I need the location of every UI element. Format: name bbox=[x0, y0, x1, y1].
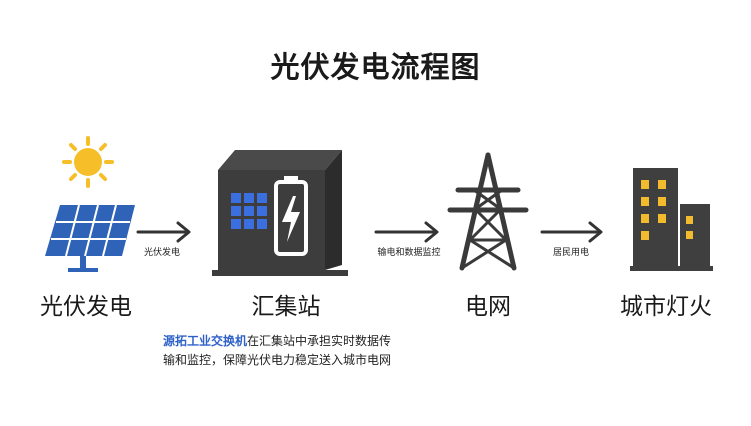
node-label-city: 城市灯火 bbox=[620, 294, 712, 320]
brand-name: 源拓工业交换机 bbox=[163, 334, 248, 348]
description-note: 源拓工业交换机在汇集站中承担实时数据传 输和监控，保障光伏电力稳定送入城市电网 bbox=[163, 332, 443, 370]
battery-icon bbox=[274, 176, 308, 256]
node-label-station: 汇集站 bbox=[251, 294, 321, 320]
transmission-tower-icon bbox=[447, 152, 529, 271]
city-buildings-icon bbox=[630, 168, 713, 271]
lit-window-icon bbox=[641, 180, 693, 240]
node-label-grid: 电网 bbox=[465, 294, 511, 320]
station-window-icon bbox=[231, 193, 267, 229]
sun-icon bbox=[62, 136, 114, 188]
node-label-solar: 光伏发电 bbox=[40, 294, 132, 320]
diagram-title: 光伏发电流程图 bbox=[270, 50, 481, 84]
note-line-1: 在汇集站中承担实时数据传 bbox=[247, 334, 392, 348]
arrow-label-3: 居民用电 bbox=[552, 248, 589, 258]
arrow-label-1: 光伏发电 bbox=[143, 248, 180, 258]
collection-station-icon bbox=[212, 150, 348, 276]
solar-panel-icon bbox=[45, 204, 135, 272]
arrow-2 bbox=[374, 221, 439, 243]
arrow-label-2: 输电和数据监控 bbox=[377, 248, 441, 258]
note-line-2: 输和监控，保障光伏电力稳定送入城市电网 bbox=[163, 353, 392, 367]
arrow-1 bbox=[136, 221, 191, 243]
arrow-3 bbox=[540, 221, 603, 243]
